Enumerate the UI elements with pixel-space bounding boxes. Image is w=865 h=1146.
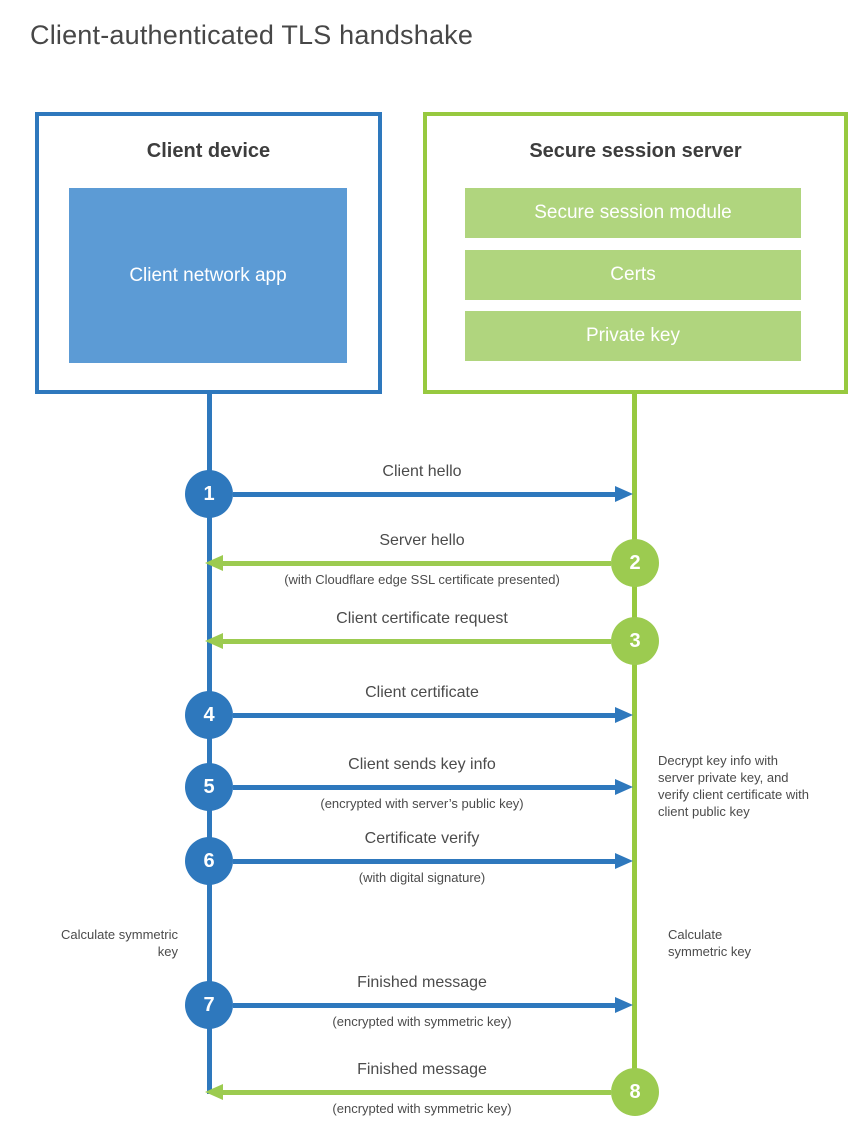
server-module-secure-session: Secure session module xyxy=(465,188,801,238)
client-device-title: Client device xyxy=(146,140,271,162)
step-label-8: Finished message xyxy=(357,1061,487,1078)
step-label-2: Server hello xyxy=(379,532,465,549)
arrow-shaft xyxy=(223,1090,611,1095)
arrow-shaft xyxy=(233,713,616,718)
arrow-head-right-icon xyxy=(615,486,633,502)
arrow-shaft xyxy=(233,785,616,790)
step-sublabel-7: (encrypted with symmetric key) xyxy=(332,1014,512,1029)
arrow-shaft xyxy=(233,492,616,497)
step-row-6: 6 Certificate verify (with digital signa… xyxy=(0,830,865,885)
server-decrypt-note: Decrypt key info with server private key… xyxy=(658,753,809,819)
step-circle-3: 3 xyxy=(611,617,659,665)
step-circle-2: 2 xyxy=(611,539,659,587)
client-network-app-label: Client network app xyxy=(129,264,287,286)
step-row-5: 5 Client sends key info (encrypted with … xyxy=(0,756,865,811)
arrow-head-right-icon xyxy=(615,997,633,1013)
step-sublabel-2: (with Cloudflare edge SSL certificate pr… xyxy=(284,572,560,587)
arrow-head-left-icon xyxy=(205,555,223,571)
server-calculate-symmetric-key-note: Calculate symmetric key xyxy=(668,927,752,959)
step-circle-7: 7 xyxy=(185,981,233,1029)
arrow-head-right-icon xyxy=(615,707,633,723)
client-calculate-symmetric-key-note: Calculate symmetric key xyxy=(60,927,178,959)
step-row-2: 2 Server hello (with Cloudflare edge SSL… xyxy=(0,532,865,587)
step-circle-6: 6 xyxy=(185,837,233,885)
step-label-3: Client certificate request xyxy=(336,610,508,627)
arrow-shaft xyxy=(233,859,616,864)
client-lifeline xyxy=(207,392,212,1094)
step-label-7: Finished message xyxy=(357,974,487,991)
server-module-private-key: Private key xyxy=(465,311,801,361)
arrow-shaft xyxy=(223,639,611,644)
arrow-head-left-icon xyxy=(205,633,223,649)
page-title: Client-authenticated TLS handshake xyxy=(30,20,474,50)
step-circle-4: 4 xyxy=(185,691,233,739)
client-network-app-box: Client network app xyxy=(69,188,347,363)
server-lifeline xyxy=(632,394,637,1092)
step-label-6: Certificate verify xyxy=(364,830,480,847)
step-row-8: 8 Finished message (encrypted with symme… xyxy=(0,1061,865,1116)
secure-session-server-title: Secure session server xyxy=(529,140,742,162)
step-sublabel-5: (encrypted with server’s public key) xyxy=(320,796,524,811)
arrow-shaft xyxy=(223,561,611,566)
step-sublabel-8: (encrypted with symmetric key) xyxy=(332,1101,512,1116)
step-row-7: 7 Finished message (encrypted with symme… xyxy=(0,974,865,1029)
step-sublabel-6: (with digital signature) xyxy=(358,870,486,885)
step-circle-1: 1 xyxy=(185,470,233,518)
step-circle-8: 8 xyxy=(611,1068,659,1116)
arrow-shaft xyxy=(233,1003,616,1008)
step-label-4: Client certificate xyxy=(365,684,479,701)
arrow-head-right-icon xyxy=(615,853,633,869)
step-row-4: 4 Client certificate xyxy=(0,684,865,739)
step-row-3: 3 Client certificate request xyxy=(0,610,865,665)
step-label-1: Client hello xyxy=(382,463,462,480)
step-label-5: Client sends key info xyxy=(348,756,496,773)
arrow-head-left-icon xyxy=(205,1084,223,1100)
server-module-certs: Certs xyxy=(465,250,801,300)
arrow-head-right-icon xyxy=(615,779,633,795)
step-row-1: 1 Client hello xyxy=(0,463,865,518)
step-circle-5: 5 xyxy=(185,763,233,811)
